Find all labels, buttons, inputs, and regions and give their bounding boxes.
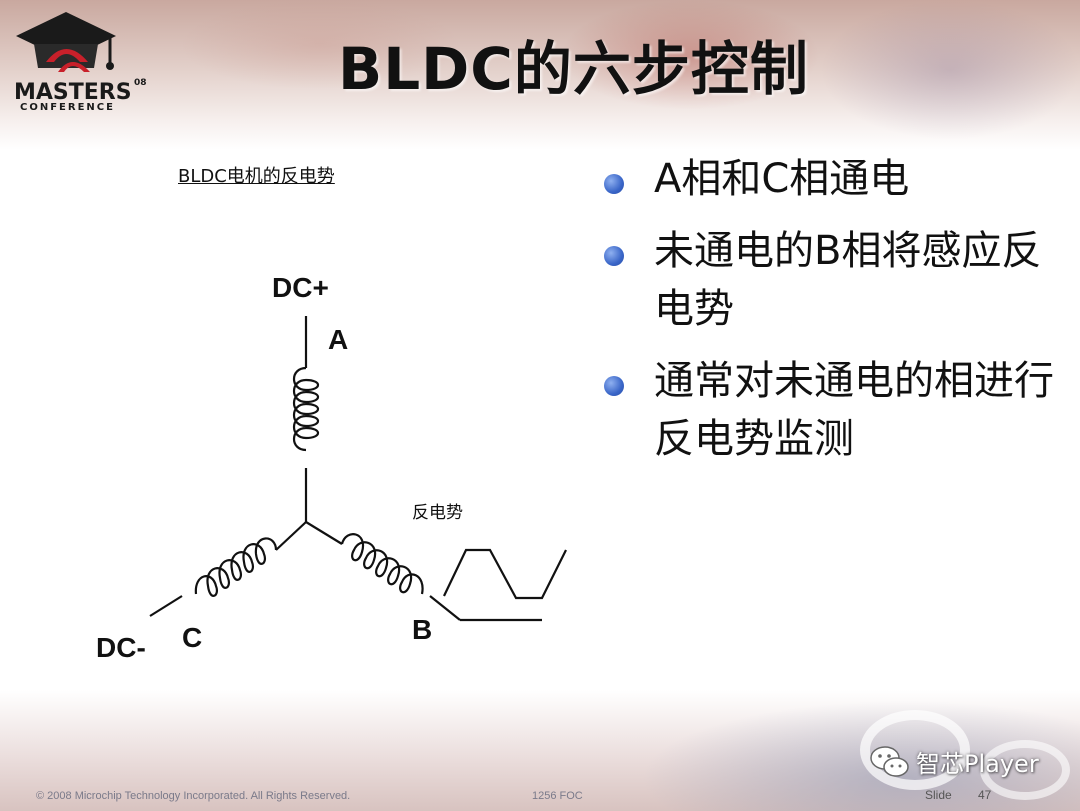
footer-copyright: © 2008 Microchip Technology Incorporated… (36, 790, 351, 802)
header-decoration (820, 0, 1080, 140)
footer-slide-label: Slide (925, 788, 952, 802)
bullet-list: A相和C相通电 未通电的B相将感应反电势 通常对未通电的相进行反电势监测 (598, 150, 1058, 482)
logo-text: MASTERS (14, 80, 132, 105)
dc-plus-label: DC+ (272, 272, 329, 303)
bullet-dot-icon (604, 174, 624, 194)
dc-minus-label: DC- (96, 632, 146, 663)
footer-slide-number: 47 (978, 788, 992, 802)
phase-a-coil (292, 366, 320, 452)
header-decoration (180, 0, 460, 90)
footer-course-code: 1256 FOC (532, 790, 583, 802)
header-background (0, 0, 1080, 150)
header-decoration (560, 0, 820, 110)
phase-b-coil (340, 533, 424, 595)
motor-winding-schematic (149, 316, 567, 622)
bullet-item: 通常对未通电的相进行反电势监测 (598, 352, 1058, 468)
conference-logo: MASTERS 08 CONFERENCE (6, 6, 156, 116)
phase-c-label: C (182, 622, 203, 653)
phase-c-lead-upper (275, 521, 307, 551)
footer-decoration (860, 710, 970, 790)
watermark: 智芯Player (868, 742, 1058, 782)
bullet-item: 未通电的B相将感应反电势 (598, 222, 1058, 338)
phase-b-lead-upper (305, 521, 343, 545)
slide-title: BLDC的六步控制 (338, 35, 809, 103)
graduation-cap-icon (16, 12, 116, 72)
phase-c-coil (194, 537, 278, 597)
logo-year: 08 (134, 78, 147, 88)
bullet-item: A相和C相通电 (598, 150, 1058, 208)
bullet-text: A相和C相通电 (654, 156, 910, 202)
footer-background (0, 690, 1080, 811)
bullet-dot-icon (604, 376, 624, 396)
phase-c-lead-lower (149, 595, 183, 617)
bldc-circuit-diagram: DC+ A C DC- B 反电势 (80, 260, 600, 680)
phase-a-label: A (328, 324, 349, 355)
bullet-text: 通常对未通电的相进行反电势监测 (654, 358, 1054, 462)
wechat-icon (870, 746, 909, 777)
footer-decoration (980, 740, 1070, 800)
watermark-text: 智芯Player (916, 750, 1039, 778)
bemf-label: 反电势 (412, 503, 463, 523)
bullet-text: 未通电的B相将感应反电势 (654, 228, 1042, 332)
bullet-dot-icon (604, 246, 624, 266)
bemf-waveform (443, 548, 567, 600)
phase-b-label: B (412, 614, 433, 645)
phase-b-lead-lower (429, 595, 461, 621)
logo-subtitle: CONFERENCE (20, 102, 115, 113)
diagram-title: BLDC电机的反电势 (178, 166, 335, 187)
